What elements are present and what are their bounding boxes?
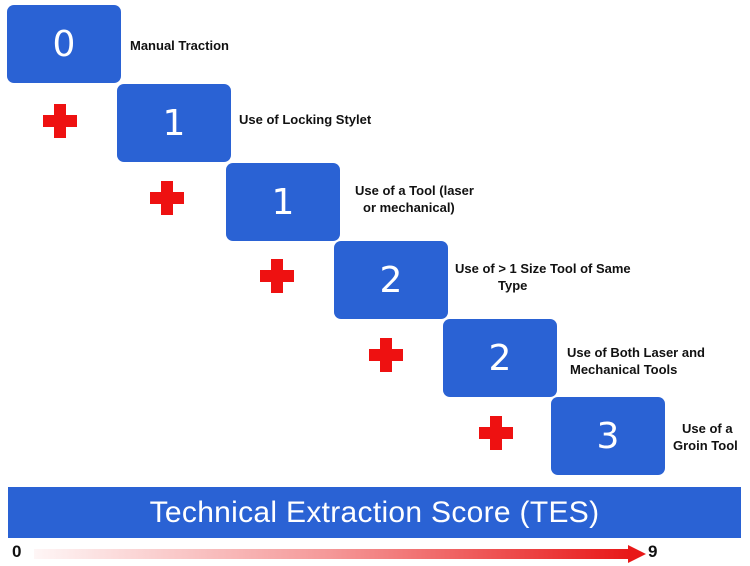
score-value: 1 xyxy=(271,181,295,223)
red-plus-icon xyxy=(43,104,77,138)
score-box-tool: 1 xyxy=(226,163,340,241)
score-box-locking-stylet: 1 xyxy=(117,84,231,162)
score-value: 0 xyxy=(52,23,76,65)
label-line: Manual Traction xyxy=(130,38,229,53)
scale-min-label: 0 xyxy=(12,542,22,561)
tes-title-bar: Technical Extraction Score (TES) xyxy=(8,487,741,538)
score-value: 2 xyxy=(379,259,403,301)
score-value: 3 xyxy=(596,415,620,457)
red-plus-icon xyxy=(479,416,513,450)
score-box-groin-tool: 3 xyxy=(551,397,665,475)
score-value: 2 xyxy=(488,337,512,379)
score-box-manual-traction: 0 xyxy=(7,5,121,83)
label-line: Groin Tool xyxy=(673,438,738,453)
score-value: 1 xyxy=(162,102,186,144)
label-line: Use of > 1 Size Tool of Same xyxy=(455,261,631,276)
step-label-locking-stylet: Use of Locking Stylet xyxy=(239,111,371,128)
tes-title: Technical Extraction Score (TES) xyxy=(149,495,600,529)
step-label-manual-traction: Manual Traction xyxy=(130,37,229,54)
label-line: Use of Locking Stylet xyxy=(239,112,372,127)
score-box-laser-mechanical: 2 xyxy=(443,319,557,397)
red-plus-icon xyxy=(260,259,294,293)
label-line: Use of a Tool (laser xyxy=(355,183,474,198)
red-plus-icon xyxy=(150,181,184,215)
step-label-groin-tool: Use of a Groin Tool xyxy=(673,420,738,454)
label-line: Use of a xyxy=(682,421,733,436)
label-line: or mechanical) xyxy=(363,200,455,215)
score-box-size-tool: 2 xyxy=(334,241,448,319)
gradient-arrow-icon xyxy=(34,545,646,563)
label-line: Mechanical Tools xyxy=(570,362,678,377)
step-label-tool: Use of a Tool (laser or mechanical) xyxy=(355,182,474,216)
label-line: Use of Both Laser and xyxy=(567,345,705,360)
label-line: Type xyxy=(498,278,528,293)
red-plus-icon xyxy=(369,338,403,372)
scale-max-label: 9 xyxy=(648,542,658,561)
